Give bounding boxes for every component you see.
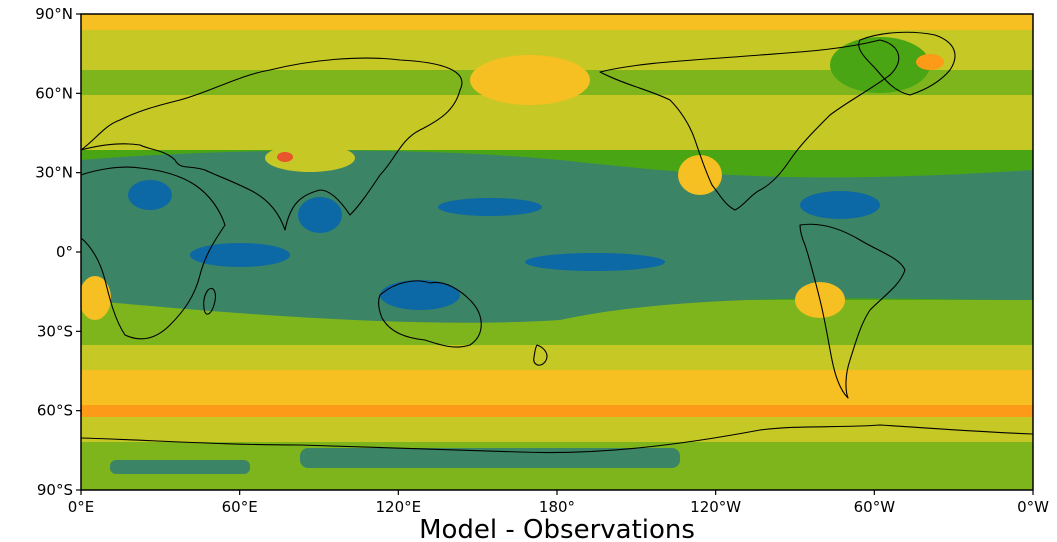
greenland-orange (916, 54, 944, 70)
lon-tick-label: 0°W (1017, 498, 1049, 516)
lat-tick-label: 60°N (35, 84, 73, 102)
indian-ocean-blue (190, 243, 290, 267)
south-midlat-band-1 (81, 345, 1033, 370)
lat-tick-label: 90°N (35, 5, 73, 23)
lat-tick-label: 30°S (37, 322, 73, 340)
australia-north-blue (380, 280, 460, 310)
longitude-axis: 0°E 60°E 120°E 180° 120°W 60°W 0°W (68, 490, 1049, 516)
east-pacific-yellow (678, 155, 722, 195)
lat-tick-label: 30°N (35, 164, 73, 182)
lat-tick-label: 60°S (37, 402, 73, 420)
lon-tick-label: 60°W (854, 498, 896, 516)
australia-coast (378, 280, 482, 348)
tropical-teal-field (81, 150, 1033, 323)
lat-tick-label: 0° (56, 243, 73, 261)
arctic-yellow-band (81, 14, 1033, 30)
lon-tick-label: 180° (539, 498, 575, 516)
lon-tick-label: 0°E (68, 498, 95, 516)
antarctic-teal-patch-2 (110, 460, 250, 474)
greenland-patch (830, 37, 930, 93)
antarctic-teal-patch (300, 448, 680, 468)
pacific-blue-north (438, 198, 542, 216)
antarctica-coast (81, 424, 1033, 454)
figure-title: Model - Observations (419, 515, 695, 542)
greenland-coast (858, 31, 956, 96)
antarctic-rim-band (81, 417, 1033, 442)
africa-coast (81, 166, 226, 340)
north-midlat-band (81, 95, 1033, 155)
tibet-red (277, 152, 293, 162)
new-zealand-coast (533, 344, 548, 366)
lon-tick-label: 120°W (690, 498, 741, 516)
coastlines (81, 31, 1033, 454)
madagascar-coast (203, 287, 217, 315)
pacific-blue-south (525, 253, 665, 271)
sahara-blue (128, 180, 172, 210)
southern-ocean-orange (81, 405, 1033, 417)
north-america-coast (599, 39, 900, 211)
eurasia-coast (81, 57, 463, 231)
lat-tick-label: 90°S (37, 481, 73, 499)
bay-bengal-blue (298, 197, 342, 233)
atlantic-yellow (81, 276, 111, 320)
caribbean-blue (800, 191, 880, 219)
lon-tick-label: 60°E (222, 498, 258, 516)
latitude-axis: 90°N 60°N 30°N 0° 30°S 60°S 90°S (35, 5, 81, 499)
south-america-coast (799, 223, 906, 399)
tibet-yellow (265, 144, 355, 172)
contour-field (81, 14, 1033, 490)
north-pacific-yellow (470, 55, 590, 105)
lon-tick-label: 120°E (376, 498, 422, 516)
